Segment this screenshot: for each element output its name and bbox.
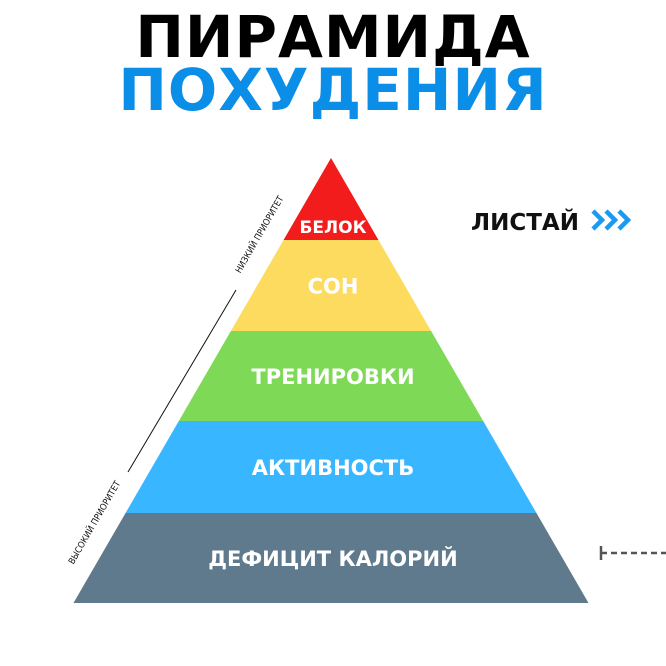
dashed-pointer [599, 546, 666, 560]
pyramid-level-label: ТРЕНИРОВКИ [251, 365, 414, 389]
title-line1: ПИРАМИДА [135, 3, 530, 71]
pyramid-level-1 [283, 158, 379, 240]
title-line2: ПОХУДЕНИЯ [118, 56, 547, 124]
pyramid-level-5 [73, 513, 589, 603]
pyramid-level-label: ДЕФИЦИТ КАЛОРИЙ [208, 546, 457, 571]
pyramid-level-label: АКТИВНОСТЬ [252, 456, 415, 480]
pyramid-level-label: БЕЛОК [299, 218, 366, 238]
triple-chevron-right-icon[interactable] [591, 209, 632, 231]
swipe-label[interactable]: ЛИСТАЙ [471, 208, 579, 236]
pyramid-level-3 [178, 331, 484, 421]
priority-line [127, 289, 237, 473]
pyramid-level-4 [125, 421, 537, 513]
pyramid-level-2 [230, 240, 432, 331]
pyramid-level-label: СОН [308, 275, 359, 299]
